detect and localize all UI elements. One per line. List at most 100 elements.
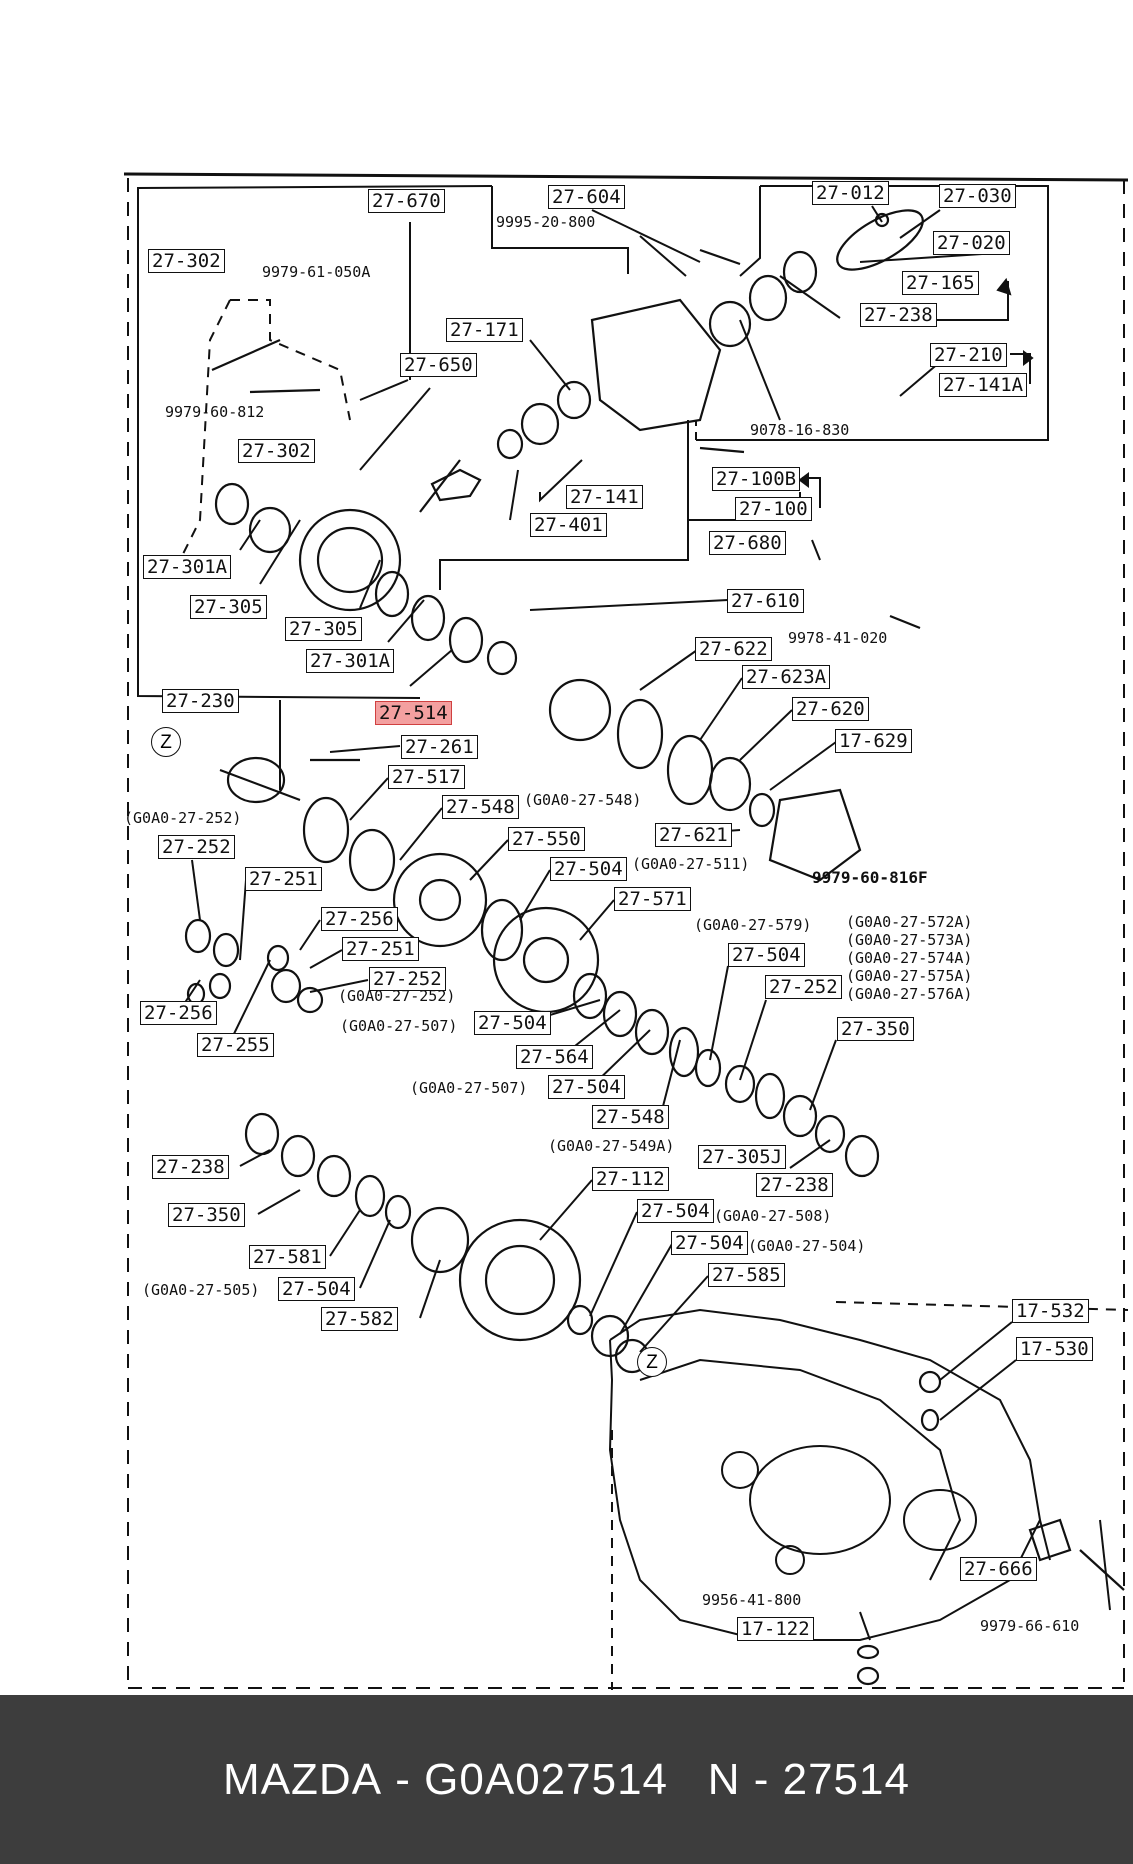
part-label: 27-504 bbox=[637, 1199, 714, 1223]
part-label: 27-165 bbox=[902, 271, 979, 295]
part-label: 27-620 bbox=[792, 697, 869, 721]
part-label: 27-650 bbox=[400, 353, 477, 377]
part-note: (G0A0-27-252) bbox=[124, 809, 242, 827]
footer-brand: MAZDA bbox=[223, 1754, 383, 1804]
part-label: 27-517 bbox=[388, 765, 465, 789]
part-label: 27-112 bbox=[592, 1167, 669, 1191]
part-label: 27-238 bbox=[756, 1173, 833, 1197]
part-label: 27-302 bbox=[238, 439, 315, 463]
part-label: 27-305 bbox=[190, 595, 267, 619]
part-label: 27-623A bbox=[742, 665, 831, 689]
part-note: 9078-16-830 bbox=[750, 421, 850, 439]
part-label: 27-350 bbox=[168, 1203, 245, 1227]
part-note: (G0A0-27-507) bbox=[340, 1017, 458, 1035]
part-label: 27-256 bbox=[140, 1001, 217, 1025]
part-label: 27-171 bbox=[446, 318, 523, 342]
highlighted-part-label: 27-514 bbox=[375, 701, 452, 725]
part-note: (G0A0-27-573A) bbox=[846, 931, 973, 949]
part-label: 27-504 bbox=[548, 1075, 625, 1099]
footer-separator: - bbox=[382, 1754, 425, 1804]
part-label: 27-581 bbox=[249, 1245, 326, 1269]
part-label: 27-550 bbox=[508, 827, 585, 851]
part-label: 27-680 bbox=[709, 531, 786, 555]
part-label: 27-666 bbox=[960, 1557, 1037, 1581]
part-label: 27-564 bbox=[516, 1045, 593, 1069]
part-label: 27-610 bbox=[727, 589, 804, 613]
part-label: 27-238 bbox=[860, 303, 937, 327]
part-label: 27-256 bbox=[321, 907, 398, 931]
exploded-parts-diagram bbox=[123, 172, 1129, 1690]
part-label: 27-305 bbox=[285, 617, 362, 641]
upper-group-box bbox=[137, 185, 493, 699]
frame-top-line bbox=[123, 172, 1129, 182]
part-note: (G0A0-27-572A) bbox=[846, 913, 973, 931]
part-note: (G0A0-27-507) bbox=[410, 1079, 528, 1097]
footer-gap bbox=[668, 1755, 708, 1805]
part-label: 27-301A bbox=[143, 555, 232, 579]
part-label: 27-012 bbox=[812, 181, 889, 205]
z-reference-marker: Z bbox=[637, 1347, 667, 1377]
part-label: 27-100B bbox=[712, 467, 801, 491]
part-label: 27-030 bbox=[939, 184, 1016, 208]
part-note: 9956-41-800 bbox=[702, 1591, 802, 1609]
part-note: 9979-66-610 bbox=[980, 1617, 1080, 1635]
part-note: 9978-41-020 bbox=[788, 629, 888, 647]
part-label: 27-141 bbox=[566, 485, 643, 509]
part-label: 27-504 bbox=[671, 1231, 748, 1255]
part-label: 27-020 bbox=[933, 231, 1010, 255]
part-label: 27-548 bbox=[592, 1105, 669, 1129]
part-label: 27-141A bbox=[939, 373, 1028, 397]
part-note: (G0A0-27-504) bbox=[748, 1237, 866, 1255]
part-label: 27-401 bbox=[530, 513, 607, 537]
part-note: (G0A0-27-575A) bbox=[846, 967, 973, 985]
part-label: 27-504 bbox=[550, 857, 627, 881]
part-note: 9979-60-816F bbox=[812, 868, 928, 887]
part-label: 27-504 bbox=[278, 1277, 355, 1301]
part-note: (G0A0-27-548) bbox=[524, 791, 642, 809]
part-label: 27-251 bbox=[342, 937, 419, 961]
part-note: (G0A0-27-511) bbox=[632, 855, 750, 873]
part-info-banner: MAZDA - G0A027514 N - 27514 bbox=[0, 1695, 1133, 1864]
part-label: 27-230 bbox=[162, 689, 239, 713]
part-label: 17-122 bbox=[737, 1617, 814, 1641]
footer-part-number: G0A027514 bbox=[424, 1754, 669, 1804]
part-label: 27-585 bbox=[708, 1263, 785, 1287]
part-note: (G0A0-27-252) bbox=[338, 987, 456, 1005]
part-label: 27-305J bbox=[698, 1145, 787, 1169]
part-label: 27-504 bbox=[728, 943, 805, 967]
part-label: 27-261 bbox=[401, 735, 478, 759]
part-note: (G0A0-27-579) bbox=[694, 916, 812, 934]
part-label: 27-350 bbox=[837, 1017, 914, 1041]
part-label: 27-251 bbox=[245, 867, 322, 891]
part-note: (G0A0-27-549A) bbox=[548, 1137, 675, 1155]
part-label: 17-530 bbox=[1016, 1337, 1093, 1361]
part-label: 27-548 bbox=[442, 795, 519, 819]
part-note: (G0A0-27-574A) bbox=[846, 949, 973, 967]
part-label: 17-629 bbox=[835, 729, 912, 753]
part-label: 27-670 bbox=[368, 189, 445, 213]
part-label: 27-210 bbox=[930, 343, 1007, 367]
part-label: 27-238 bbox=[152, 1155, 229, 1179]
part-label: 27-255 bbox=[197, 1033, 274, 1057]
part-label: 27-582 bbox=[321, 1307, 398, 1331]
part-label: 27-604 bbox=[548, 185, 625, 209]
part-label: 27-622 bbox=[695, 637, 772, 661]
footer-n-label: N - 27514 bbox=[707, 1754, 910, 1804]
part-note: (G0A0-27-576A) bbox=[846, 985, 973, 1003]
part-label: 27-504 bbox=[474, 1011, 551, 1035]
part-note: (G0A0-27-508) bbox=[714, 1207, 832, 1225]
part-label: 17-532 bbox=[1012, 1299, 1089, 1323]
part-note: (G0A0-27-505) bbox=[142, 1281, 260, 1299]
case-outline bbox=[608, 1308, 1042, 1641]
part-label: 27-621 bbox=[655, 823, 732, 847]
part-label: 27-301A bbox=[306, 649, 395, 673]
part-label: 27-302 bbox=[148, 249, 225, 273]
part-note: 9995-20-800 bbox=[496, 213, 596, 231]
part-label: 27-252 bbox=[158, 835, 235, 859]
part-note: 9979-60-812 bbox=[165, 403, 265, 421]
part-label: 27-571 bbox=[614, 887, 691, 911]
part-label: 27-100 bbox=[735, 497, 812, 521]
part-label: 27-252 bbox=[765, 975, 842, 999]
z-reference-marker: Z bbox=[151, 727, 181, 757]
part-label: 27-252 bbox=[369, 967, 446, 991]
